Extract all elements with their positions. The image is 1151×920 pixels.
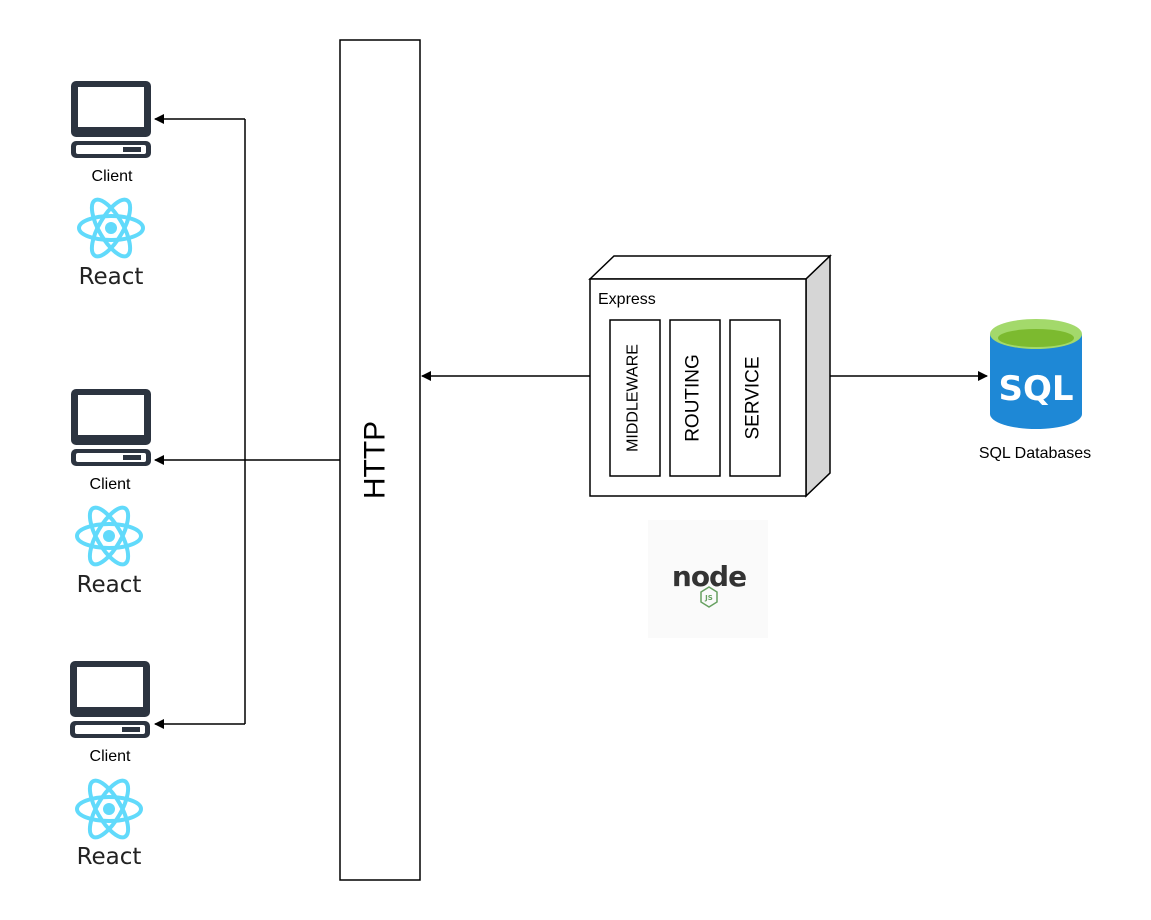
cube-top-face [588, 255, 832, 280]
react-label: React [77, 844, 142, 870]
react-label: React [79, 264, 144, 290]
computer-icon [71, 81, 151, 158]
service-label: SERVICE [743, 356, 764, 439]
middleware-component: MIDDLEWARE [609, 319, 661, 477]
express-label: Express [598, 291, 656, 308]
client-node-2: Client React [71, 389, 151, 598]
react-icon [77, 192, 145, 264]
computer-icon [71, 389, 151, 466]
node-js-badge: JS [704, 594, 713, 602]
computer-icon [70, 661, 150, 738]
node-hexagon [700, 586, 718, 608]
react-label: React [77, 572, 142, 598]
routing-label: ROUTING [683, 354, 704, 442]
node-logo-text: node [672, 560, 746, 593]
react-icon [75, 773, 143, 845]
nodejs-icon: node JS [648, 520, 768, 638]
http-label: HTTP [359, 421, 392, 499]
routing-component: ROUTING [669, 319, 721, 477]
middleware-label: MIDDLEWARE [625, 344, 642, 452]
sql-databases-label: SQL Databases [979, 445, 1091, 462]
service-component: SERVICE [729, 319, 781, 477]
sql-badge: SQL [998, 369, 1073, 409]
client-label: Client [90, 748, 131, 765]
express-server: Express MIDDLEWARE ROUTING SERVICE [588, 254, 832, 498]
http-block: HTTP [339, 39, 421, 881]
client-node-1: Client React [71, 81, 151, 290]
client-label: Client [90, 476, 131, 493]
client-node-3: Client React [70, 661, 150, 870]
http-to-clients-connectors [154, 114, 340, 729]
react-icon [75, 500, 143, 572]
client-label: Client [92, 168, 133, 185]
cube-side-face [805, 254, 831, 498]
sql-database-icon: SQL [990, 319, 1082, 429]
